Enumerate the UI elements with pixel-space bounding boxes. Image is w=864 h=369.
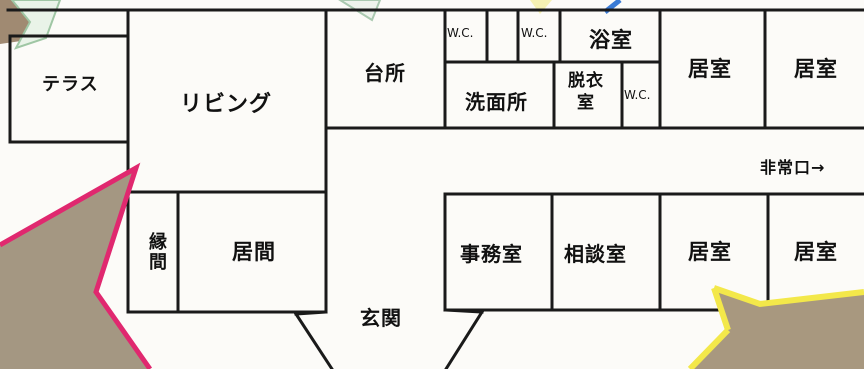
photo-bottom-right [690,288,864,369]
room-entrance: 玄関 [360,306,402,330]
room-bathroom: 浴室 [589,28,633,52]
emergency-exit-sign: 非常口→ [760,158,826,177]
room-bedroom-1: 居室 [688,57,732,81]
room-office: 事務室 [460,242,523,266]
yellow-frame-corner [711,287,731,331]
room-washroom: 洗面所 [465,90,528,114]
room-engawa: 縁間 [146,232,167,272]
yellow-frame-top [713,285,864,308]
room-living: リビング [180,92,273,117]
room-bedroom-4: 居室 [794,240,838,264]
room-consultation: 相談室 [564,242,627,266]
room-wc-3: W.C. [624,88,651,102]
room-dressing: 脱衣室 [568,71,604,113]
room-wc-2: W.C. [521,26,548,40]
room-bedroom-2: 居室 [794,57,838,81]
room-wc-1: W.C. [447,26,474,40]
yellow-mark-top [530,0,552,14]
yellow-frame-left [687,327,731,369]
room-bedroom-3: 居室 [688,240,732,264]
room-kitchen: 台所 [364,61,406,85]
room-terrace: テラス [42,74,99,95]
room-sitting: 居間 [232,240,276,264]
pink-frame [0,162,153,369]
